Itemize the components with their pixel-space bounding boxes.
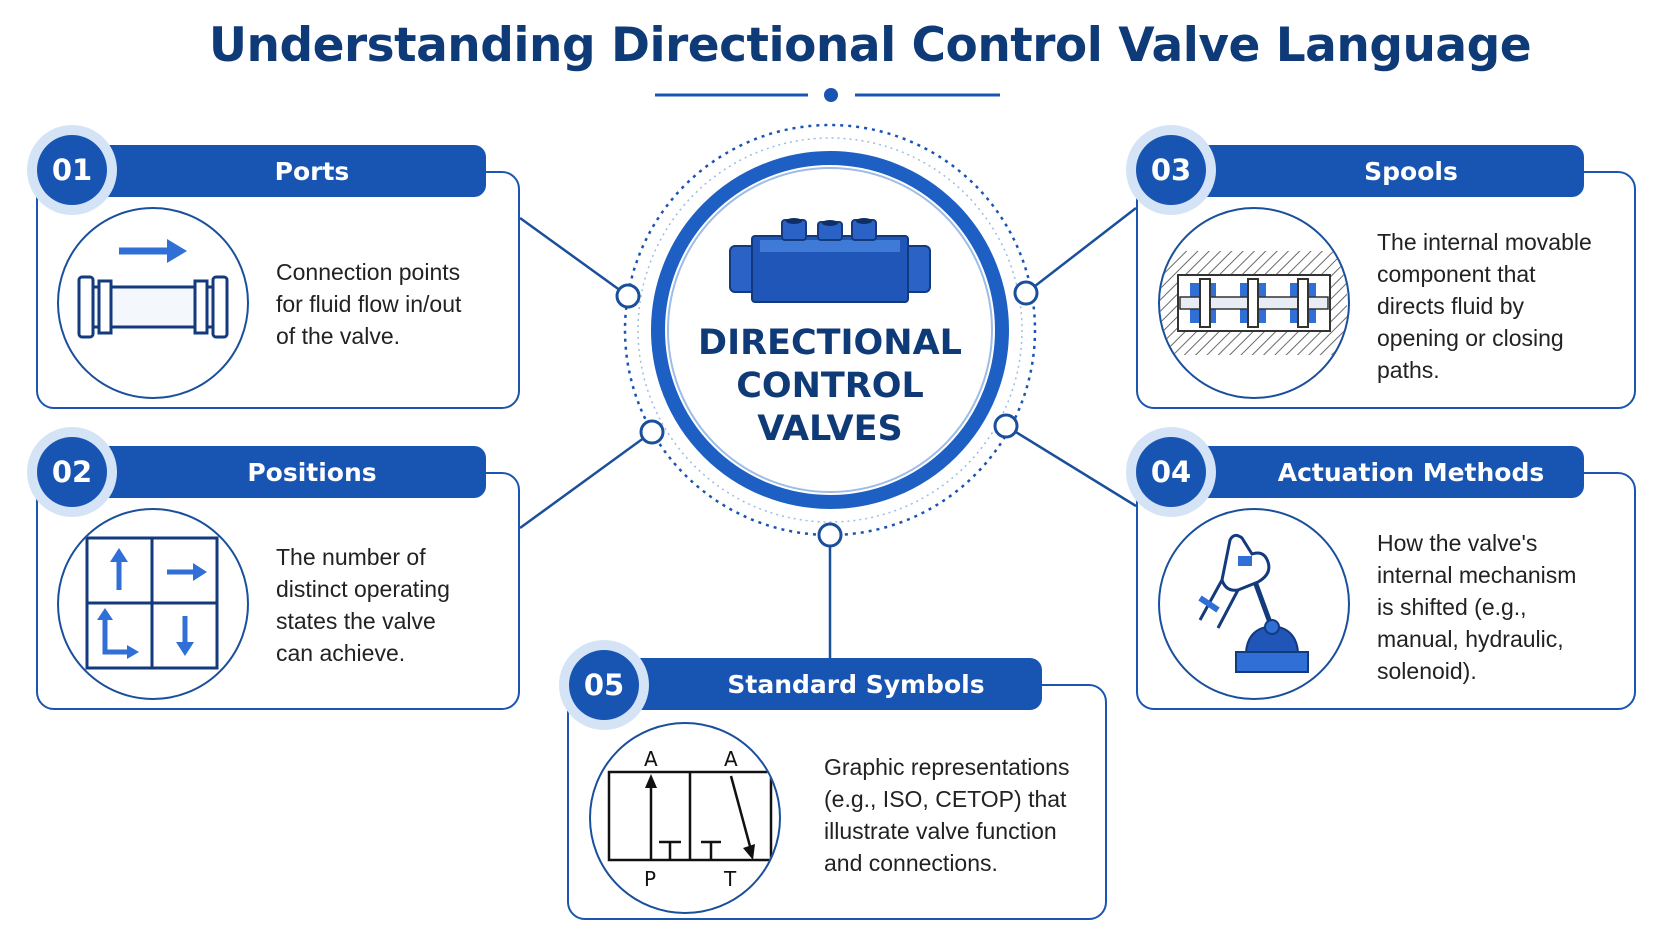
card-positions-number: 02 (37, 437, 107, 507)
card-ports-badge: 01 (27, 125, 117, 215)
card-symbols-header: Standard Symbols (610, 658, 1042, 710)
card-positions-description: The number of distinct operating states … (276, 544, 450, 666)
card-actuation-number: 04 (1136, 437, 1206, 507)
card-ports-header: Ports (78, 145, 486, 197)
card-positions-header: Positions (78, 446, 486, 498)
card-spools-number: 03 (1136, 135, 1206, 205)
card-spools-header: Spools (1178, 145, 1584, 197)
card-symbols-badge: 05 (559, 640, 649, 730)
card-ports-number: 01 (37, 135, 107, 205)
symbol-label-t: T (723, 867, 737, 891)
card-spools-description: The internal movable component that dire… (1377, 229, 1592, 383)
card-symbols-number: 05 (569, 650, 639, 720)
card-actuation-badge: 04 (1126, 427, 1216, 517)
valve-symbol-icon: A A P T (589, 722, 781, 914)
card-actuation-title: Actuation Methods (1277, 457, 1545, 487)
center-hub-label: DIRECTIONAL CONTROL VALVES (698, 323, 962, 449)
card-actuation-header: Actuation Methods (1178, 446, 1584, 498)
symbol-label-a-right: A (724, 747, 738, 771)
card-symbols-title: Standard Symbols (727, 669, 985, 699)
position-grid-icon (57, 508, 249, 700)
spool-cutaway-icon (1158, 207, 1350, 399)
hand-lever-icon (1158, 508, 1350, 700)
card-spools-badge: 03 (1126, 125, 1216, 215)
card-ports-description: Connection points for fluid flow in/out … (276, 259, 462, 349)
card-symbols-description: Graphic representations (e.g., ISO, CETO… (824, 754, 1070, 876)
symbol-label-p: P (644, 867, 656, 891)
page-title: Understanding Directional Control Valve … (208, 18, 1532, 73)
symbol-label-a-left: A (644, 747, 658, 771)
card-spools-title: Spools (1364, 156, 1458, 186)
valve-block-icon (729, 218, 931, 303)
pipe-flow-icon (57, 207, 249, 399)
card-actuation-description: How the valve's internal mechanism is sh… (1377, 530, 1577, 684)
card-positions-badge: 02 (27, 427, 117, 517)
card-positions-title: Positions (247, 457, 377, 487)
card-ports-title: Ports (274, 156, 350, 186)
